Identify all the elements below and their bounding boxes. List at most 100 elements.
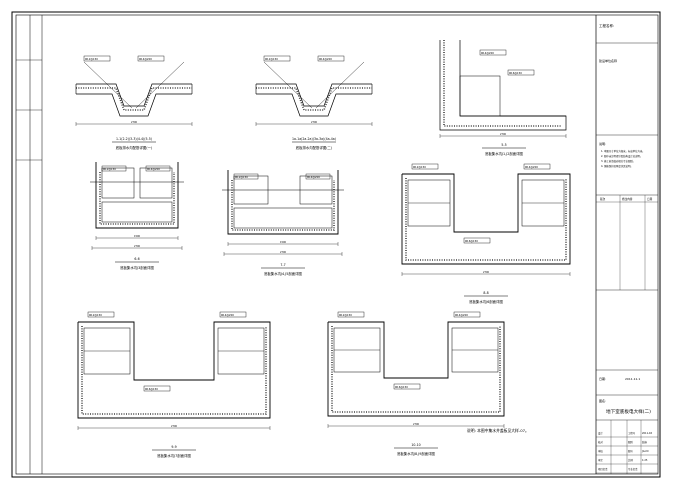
sign-cell: 校对 [598, 440, 603, 444]
revision-header: 版次 [600, 197, 606, 201]
rebar-callout: Φ14@200 [525, 165, 538, 169]
callout-box [453, 311, 481, 318]
sign-cell: 设计 [598, 431, 603, 435]
line [83, 61, 133, 109]
sign-cell: 比例 [628, 458, 633, 462]
drawing-title-label: 图名: [599, 398, 606, 403]
sign-cell: 审核 [598, 449, 603, 453]
project-name-label: 工程名称: [599, 23, 614, 28]
callout-box [137, 55, 165, 62]
callout-box [507, 69, 535, 76]
section-caption: 底板集水坑J4,J5剖面详图 [264, 271, 303, 276]
bottom-note: 说明: 本图中集水井盖板见大样-07。 [467, 428, 529, 433]
dimension-text: 2700 [500, 133, 507, 136]
date-label: 日期: [599, 376, 606, 381]
rebar-callout: Φ16@150 [395, 385, 408, 389]
revision-headers: 版次 修改内容 日期 [600, 197, 653, 201]
rebar-callout: Φ16@150 [509, 71, 522, 75]
dimension-text: 2700 [280, 251, 287, 254]
dimension-text: 1500 [280, 241, 287, 244]
rebar-callout: Φ12@150 [89, 313, 102, 317]
line [263, 61, 313, 109]
section-caption: 底板集水坑J7剖面详图 [157, 453, 191, 458]
callout-box [233, 173, 259, 180]
concrete-hatch [81, 326, 267, 415]
callout-box [101, 165, 127, 172]
section-caption: 底板排水沟配筋详图(一) [116, 145, 153, 150]
note-line: 4. 钢筋保护层厚度详见说明。 [601, 164, 633, 168]
section-number: 8-8 [483, 291, 488, 295]
dimension-text: 2700 [413, 423, 420, 426]
outline [227, 170, 339, 235]
sump-cell [139, 167, 173, 199]
client-label: 建设单位名称 [599, 58, 617, 63]
sump-cell [233, 175, 269, 205]
dimension-text: 2700 [483, 271, 490, 274]
rebar-callout: Φ16@150 [145, 387, 158, 391]
sign-cell: 工程号 [628, 431, 636, 435]
callout-box [87, 311, 115, 318]
section-number: 6-6 [134, 257, 139, 261]
concrete-hatch [231, 180, 335, 231]
sump-cell [299, 175, 333, 205]
section-number: 1a-1a(2a-2a)(3a-3a)(4a-4a) [292, 137, 336, 141]
revision-header: 日期 [647, 197, 653, 201]
section-number: 10-10 [411, 443, 420, 447]
callout-box [83, 55, 111, 62]
concrete-hatch [99, 172, 175, 225]
rebar-callout: Φ14@200 [147, 167, 160, 171]
date-value: 2011.11.1 [625, 377, 640, 381]
note-line: 3. 施工前请核对相关专业图纸。 [601, 159, 635, 163]
rebar-callout: Φ12@150 [103, 167, 116, 171]
outline [76, 93, 192, 117]
sump-cell [101, 201, 173, 223]
rebar-callout: Φ12@150 [413, 165, 426, 169]
outline [256, 93, 372, 117]
sign-cell: 项目负责 [598, 467, 608, 471]
concrete-hatch [405, 178, 567, 261]
dimension-text: 2700 [311, 121, 318, 124]
sign-cell: 2011-XX [642, 432, 652, 435]
revision-header: 修改内容 [622, 197, 633, 201]
line [315, 61, 365, 109]
sign-cell: 审定 [598, 458, 603, 462]
section-number: 9-9 [171, 445, 176, 449]
callout-box [479, 49, 507, 56]
dimension-text: 1500 [134, 235, 141, 238]
outline [327, 321, 505, 417]
outline [439, 40, 567, 131]
section-caption: 底板集水坑J8,J9剖面详图 [397, 451, 436, 456]
notes-lines: 1. 本图尺寸单位为毫米，标高单位为米。2. 图中未注明者详见结构设计总说明。3… [601, 149, 645, 168]
callout-box [523, 163, 551, 170]
callout-box [337, 311, 365, 318]
left-binding-strip [16, 15, 43, 474]
pit-chamber [459, 75, 501, 117]
rebar-callout: Φ14@200 [319, 57, 332, 61]
line [135, 61, 185, 109]
outline [77, 321, 271, 419]
notes-label: 说明: [599, 141, 606, 146]
sump-cell [101, 167, 135, 199]
section-number: 5-5 [501, 143, 506, 147]
callout-box [263, 55, 291, 62]
section-number: 7-7 [280, 263, 285, 267]
section-caption: 底板集水坑J6剖面详图 [469, 299, 503, 304]
callout-box [143, 385, 171, 392]
sign-cell: 1:25 [642, 459, 648, 462]
callout-box [393, 383, 421, 390]
concrete-hatch [331, 326, 501, 413]
note-line: 2. 图中未注明者详见结构设计总说明。 [601, 154, 642, 158]
rebar-callout: Φ14@200 [481, 51, 494, 55]
outline [95, 162, 179, 229]
callout-box [305, 173, 331, 180]
dimension-text: 2700 [171, 425, 178, 428]
